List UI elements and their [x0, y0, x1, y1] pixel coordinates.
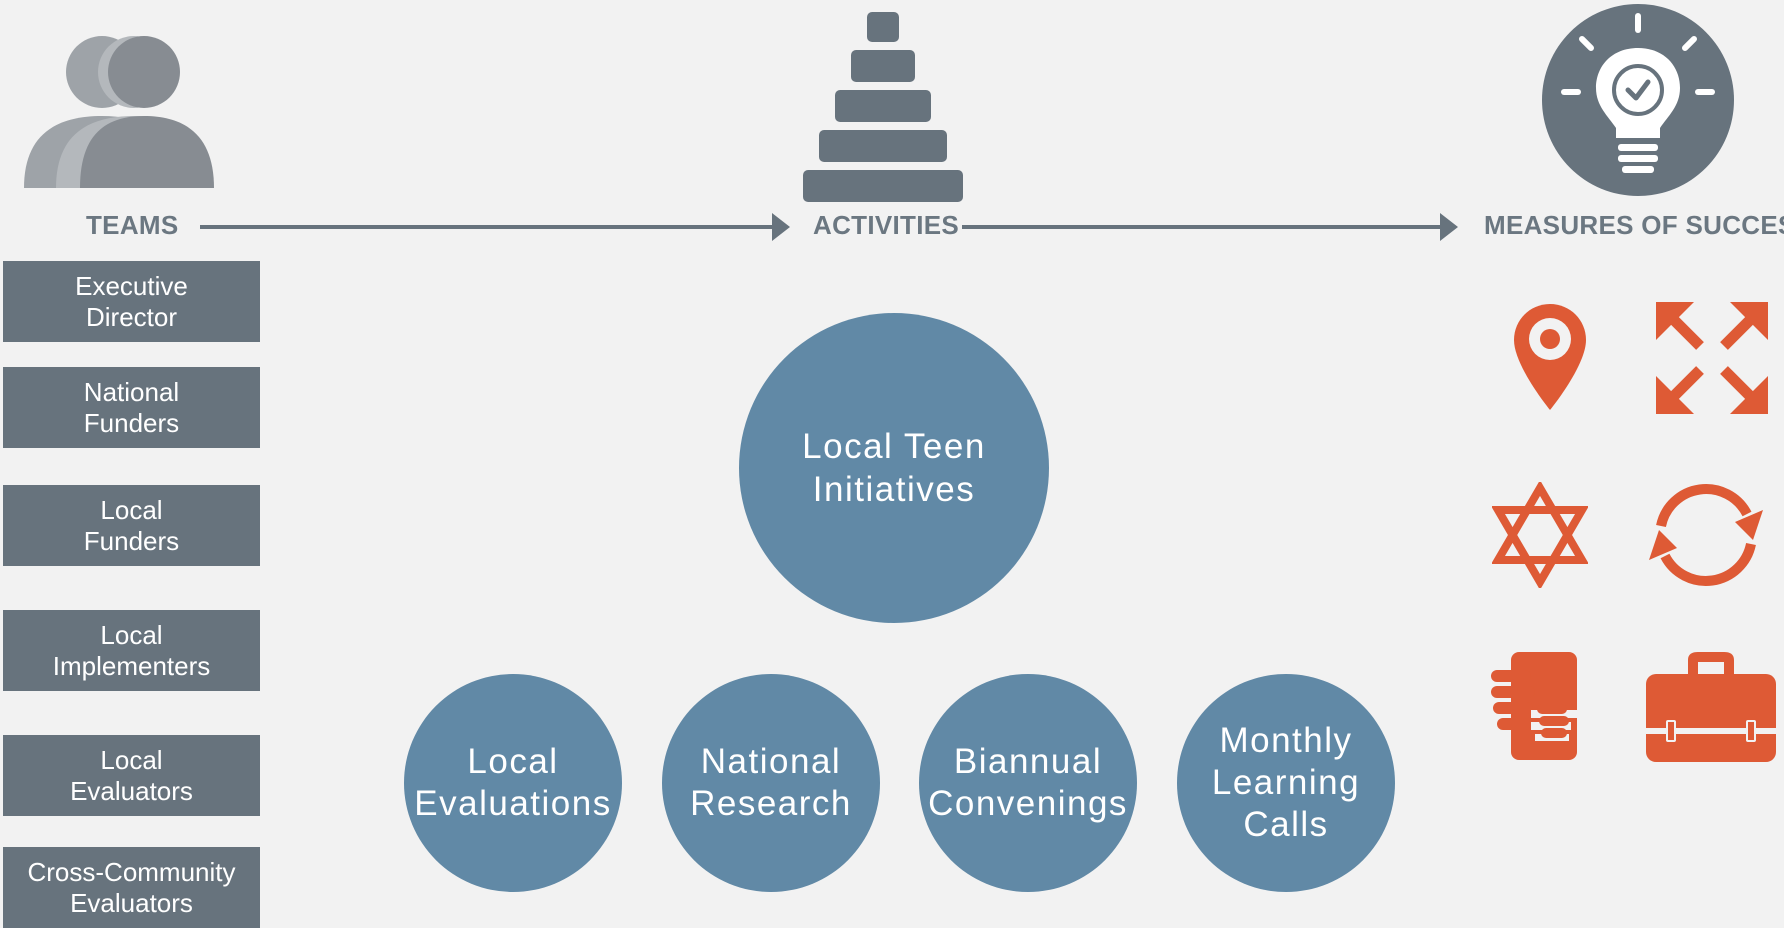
- briefcase-icon: [1646, 652, 1776, 762]
- handshake-icon: [1491, 652, 1579, 760]
- team-box-local-funders: Local Funders: [3, 485, 260, 566]
- team-label-line2: Implementers: [52, 650, 211, 681]
- team-label-line1: Local: [100, 619, 163, 650]
- measures-header: MEASURES OF SUCCESS: [1484, 210, 1784, 240]
- team-box-executive-director: Executive Director: [3, 261, 260, 342]
- activity-label-line2: Research: [690, 784, 852, 823]
- activity-circle-biannual-convenings: Biannual Convenings: [919, 674, 1137, 892]
- activity-circle-national-research: National Research: [662, 674, 880, 892]
- people-icon: [24, 36, 214, 188]
- stacked-rings-icon: [803, 12, 963, 202]
- team-label-line2: Director: [85, 301, 177, 332]
- team-label-line2: Funders: [83, 525, 180, 556]
- activity-circle-local-evaluations: Local Evaluations: [404, 674, 622, 892]
- activity-label-line1: Biannual: [953, 742, 1103, 781]
- activity-label-line1: Monthly: [1219, 721, 1353, 760]
- team-label-line2: Funders: [83, 407, 180, 438]
- activity-main-circle: Local Teen Initiatives: [739, 313, 1049, 623]
- activity-label-line1: National: [700, 742, 842, 781]
- activity-main-line1: Local Teen: [802, 427, 986, 466]
- team-box-national-funders: National Funders: [3, 367, 260, 448]
- team-label-line1: National: [83, 376, 180, 407]
- activity-label-line3: Calls: [1243, 805, 1329, 844]
- lightbulb-icon: [1542, 4, 1734, 196]
- team-label-line2: Evaluators: [70, 887, 193, 918]
- arrow-activities-to-measures: [962, 213, 1458, 241]
- activity-circle-monthly-learning-calls: Monthly Learning Calls: [1177, 674, 1395, 892]
- teams-header: TEAMS: [86, 210, 179, 240]
- map-pin-icon: [1514, 304, 1586, 410]
- team-box-cross-community-evaluators: Cross-Community Evaluators: [3, 847, 260, 928]
- team-label-line1: Local: [100, 494, 163, 525]
- arrow-teams-to-activities: [200, 213, 790, 241]
- activity-main-line2: Initiatives: [812, 470, 976, 509]
- team-box-local-implementers: Local Implementers: [3, 610, 260, 691]
- team-label-line2: Evaluators: [70, 775, 193, 806]
- activities-header: ACTIVITIES: [813, 210, 960, 240]
- team-box-local-evaluators: Local Evaluators: [3, 735, 260, 816]
- team-label-line1: Local: [100, 744, 163, 775]
- activity-label-line1: Local: [467, 742, 559, 781]
- activity-label-line2: Convenings: [928, 784, 1128, 823]
- expand-arrows-icon: [1656, 302, 1768, 414]
- activity-label-line2: Learning: [1211, 763, 1361, 802]
- cycle-arrows-icon: [1649, 484, 1763, 586]
- star-of-david-icon: [1492, 482, 1588, 588]
- team-label-line1: Executive: [75, 270, 188, 301]
- activity-label-line2: Evaluations: [414, 784, 612, 823]
- team-label-line1: Cross-Community: [27, 856, 236, 887]
